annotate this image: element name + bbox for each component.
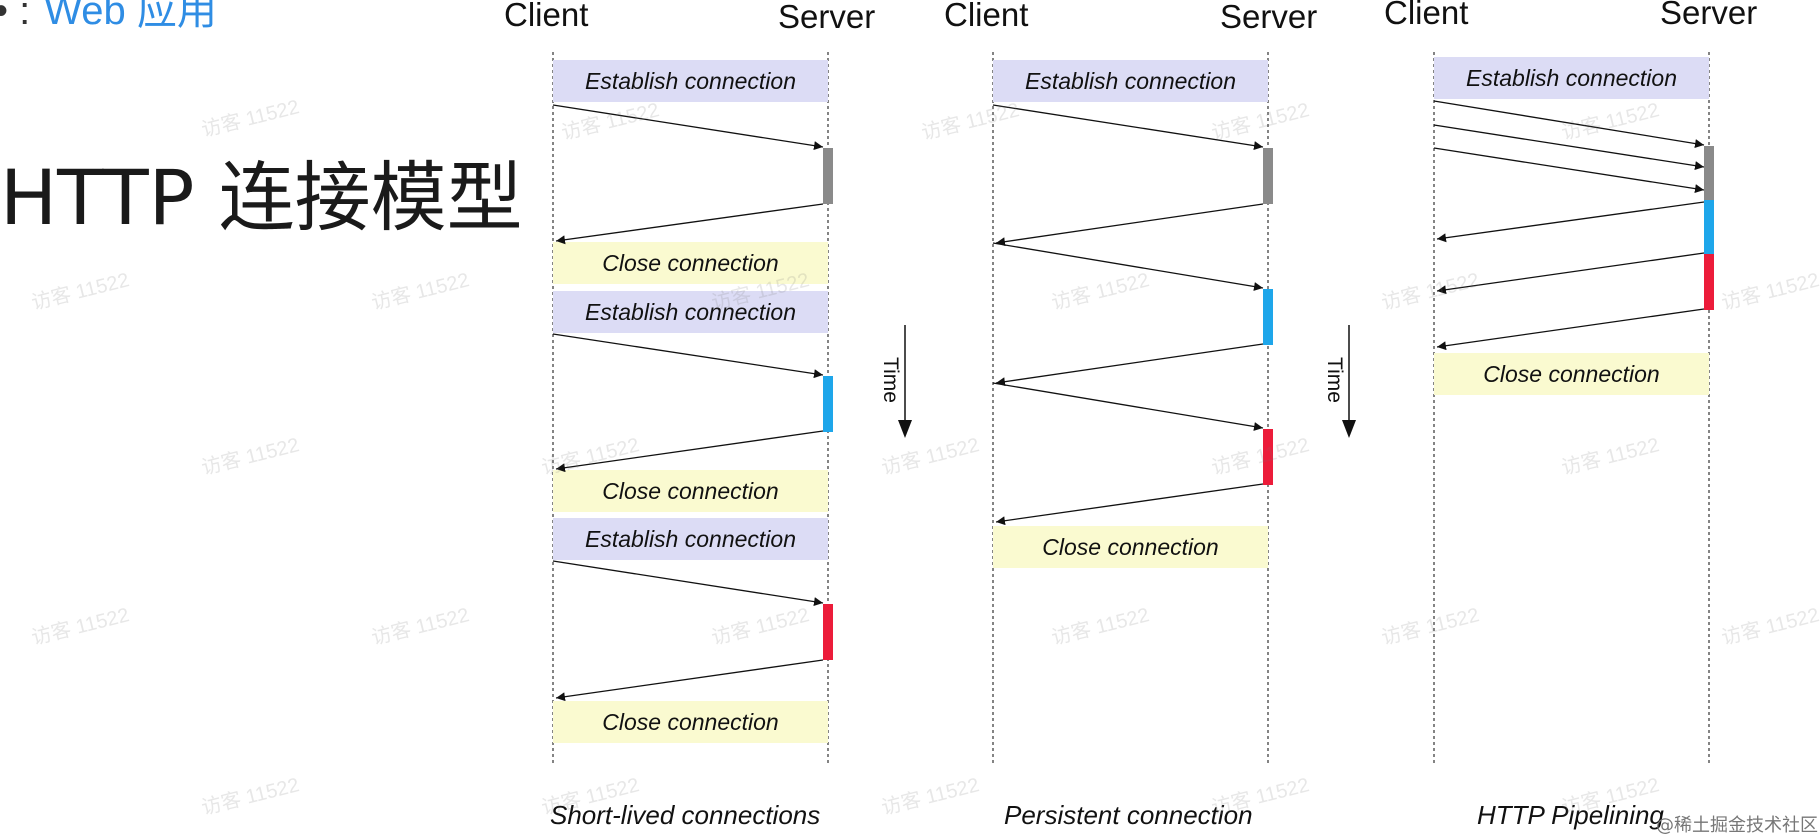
response-arrow <box>555 203 824 245</box>
footer-credit: @稀土掘金技术社区 <box>1656 815 1818 836</box>
diagram-caption: HTTP Pipelining <box>1477 800 1664 830</box>
request-arrow <box>552 333 824 379</box>
time-arrow-head <box>1342 420 1356 438</box>
response-arrow <box>995 203 1264 247</box>
request-arrow <box>1433 100 1705 148</box>
server-processing-red <box>1704 254 1714 310</box>
establish-connection-band <box>553 518 828 560</box>
response-arrow <box>555 659 824 702</box>
diagram-caption: Persistent connection <box>1004 800 1253 830</box>
server-header: Server <box>778 0 876 35</box>
close-connection-label: Close connection <box>602 708 779 735</box>
close-connection-label: Close connection <box>602 249 779 276</box>
establish-connection-label: Establish connection <box>585 298 796 325</box>
establish-connection-band <box>553 291 828 333</box>
response-arrow <box>1436 308 1705 351</box>
close-connection-label: Close connection <box>1483 360 1660 387</box>
client-header: Client <box>1384 0 1469 31</box>
establish-connection-band <box>1434 57 1709 99</box>
request-arrow <box>552 104 824 151</box>
close-connection-band <box>553 701 828 743</box>
server-header: Server <box>1660 0 1758 31</box>
request-arrow <box>1433 124 1705 171</box>
response-arrow <box>555 430 824 473</box>
close-connection-band <box>553 242 828 284</box>
close-connection-band <box>993 526 1268 568</box>
server-processing-blue <box>1704 200 1714 254</box>
response-arrow <box>1436 201 1705 243</box>
time-label: Time <box>1323 357 1346 403</box>
client-header: Client <box>504 0 589 33</box>
section-header-text: Web 应用 <box>44 0 217 33</box>
server-header: Server <box>1220 0 1318 35</box>
server-processing-blue <box>823 376 833 432</box>
request-arrow <box>1433 147 1705 194</box>
request-arrow <box>552 560 824 607</box>
close-connection-label: Close connection <box>602 477 779 504</box>
server-processing-gray <box>1263 148 1273 204</box>
section-number: • : <box>0 0 31 33</box>
request-arrow <box>992 382 1264 431</box>
time-arrow-head <box>898 420 912 438</box>
time-label: Time <box>879 357 902 403</box>
server-processing-red <box>823 604 833 660</box>
establish-connection-label: Establish connection <box>585 525 796 552</box>
response-arrow <box>995 343 1264 387</box>
response-arrow <box>995 483 1264 526</box>
close-connection-band <box>1434 353 1709 395</box>
close-connection-label: Close connection <box>1042 533 1219 560</box>
diagram-caption: Short-lived connections <box>550 800 821 830</box>
server-processing-blue <box>1263 289 1273 345</box>
server-processing-red <box>1263 429 1273 485</box>
server-processing-gray <box>823 148 833 204</box>
establish-connection-label: Establish connection <box>1025 67 1236 94</box>
request-arrow <box>992 242 1264 291</box>
establish-connection-band <box>993 60 1268 102</box>
establish-connection-label: Establish connection <box>585 67 796 94</box>
slide-title: HTTP 连接模型 <box>0 153 523 242</box>
server-processing-gray <box>1704 146 1714 200</box>
section-header: • : Web 应用 <box>0 0 217 36</box>
request-arrow <box>992 104 1264 151</box>
establish-connection-label: Establish connection <box>1466 64 1677 91</box>
close-connection-band <box>553 470 828 512</box>
response-arrow <box>1436 252 1705 295</box>
client-header: Client <box>944 0 1029 33</box>
establish-connection-band <box>553 60 828 102</box>
